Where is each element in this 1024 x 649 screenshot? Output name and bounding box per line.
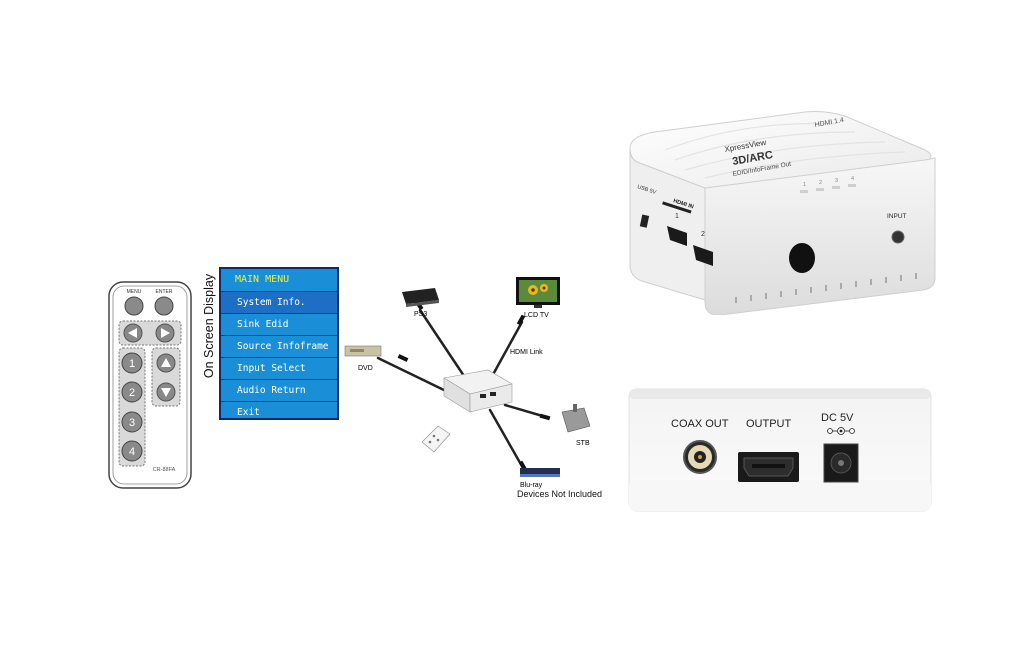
osd-item-source-infoframe[interactable]: Source Infoframe [221, 335, 337, 357]
up-arrow-icon [161, 358, 171, 367]
ir-receiver [789, 243, 815, 273]
remote-key-2[interactable] [121, 381, 143, 403]
remote-model: CR-88FA [153, 467, 176, 473]
input-button-label: INPUT [887, 213, 907, 220]
led-3-label: 3 [835, 178, 838, 184]
right-arrow-icon [161, 328, 170, 338]
remote-enter-button[interactable] [154, 296, 174, 316]
rear-panel: COAX OUT OUTPUT DC 5V [628, 388, 932, 512]
remote-menu-label: MENU [127, 289, 142, 295]
hdmi-input-2-port[interactable] [693, 245, 713, 266]
cable-ps3 [418, 308, 470, 384]
remote-control: MENU ENTER 1 2 3 4 CR-88FA [108, 281, 192, 489]
ps3-label: PS3 [414, 311, 427, 318]
usb-port[interactable] [639, 214, 650, 228]
remote-key-3-label: 3 [129, 417, 135, 429]
hdmi-link-label: HDMI Link [510, 349, 543, 356]
remote-key-4-label: 4 [129, 446, 135, 458]
osd-item-audio-return[interactable]: Audio Return [221, 379, 337, 401]
led-indicators [800, 184, 856, 193]
bluray-label: Blu-ray [520, 482, 543, 489]
stb-icon [561, 404, 591, 433]
hub-device-icon [443, 369, 513, 413]
remote-key-2-label: 2 [129, 387, 135, 399]
led-1-label: 1 [803, 182, 806, 188]
osd-menu: MAIN MENU System Info. Sink Edid Source … [219, 267, 339, 420]
dvd-player-icon [344, 345, 382, 357]
lcd-tv-label: LCD TV [524, 312, 549, 319]
osd-item-input-select[interactable]: Input Select [221, 357, 337, 379]
remote-menu-button[interactable] [124, 296, 144, 316]
led-2-label: 2 [819, 180, 822, 186]
ps3-console-icon [402, 288, 439, 307]
remote-key-1[interactable] [121, 352, 143, 374]
lcd-tv-icon [516, 277, 560, 308]
cable-dvd [376, 356, 450, 394]
cable-bluray [488, 408, 525, 470]
osd-item-system-info[interactable]: System Info. [221, 291, 337, 313]
left-arrow-icon [128, 328, 137, 338]
remote-key-1-label: 1 [129, 358, 135, 370]
dc-label: DC 5V [821, 412, 854, 424]
port-2-label: 2 [701, 231, 705, 238]
osd-item-sink-edid[interactable]: Sink Edid [221, 313, 337, 335]
dc-polarity-icon [827, 427, 855, 435]
usb-label: USB 5V [636, 184, 657, 196]
cable-stb [503, 403, 548, 419]
connection-diagram: PS3 LCD TV HDMI Link DVD STB Blu-ray [340, 270, 620, 505]
coax-out-label: COAX OUT [671, 418, 729, 430]
remote-enter-label: ENTER [156, 289, 173, 295]
mini-remote-icon [421, 425, 451, 453]
devices-not-included-note: Devices Not Included [517, 489, 603, 499]
led-4-label: 4 [851, 176, 854, 182]
osd-title: MAIN MENU [235, 274, 290, 285]
remote-key-3[interactable] [121, 411, 143, 433]
port-1-label: 1 [675, 213, 679, 220]
bluray-player-icon [520, 468, 560, 477]
dvd-label: DVD [358, 365, 373, 372]
product-top-view: HDMI 1.4 XpressView 3D/ARC EDID/InfoFram… [625, 110, 940, 316]
hdmi-input-1-port[interactable] [667, 226, 687, 246]
osd-item-exit[interactable]: Exit [221, 401, 337, 423]
stb-label: STB [576, 440, 590, 447]
cable-lcd [488, 320, 524, 382]
input-select-button[interactable] [891, 230, 905, 244]
osd-side-label: On Screen Display [202, 273, 216, 379]
remote-key-4[interactable] [121, 440, 143, 462]
output-label: OUTPUT [746, 418, 792, 430]
down-arrow-icon [161, 388, 171, 397]
